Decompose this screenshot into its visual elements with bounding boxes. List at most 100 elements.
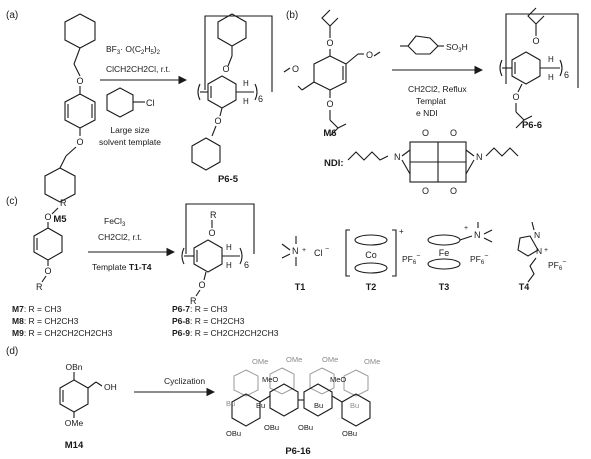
panel-c-tag: (c) xyxy=(6,196,18,207)
panel-a-tag: (a) xyxy=(6,10,18,21)
c-product-structure: R O H H 6 O R xyxy=(181,203,255,306)
svg-text:N: N xyxy=(534,230,540,240)
m6-label: M6 xyxy=(323,128,336,139)
d-arrow-label: Cyclization xyxy=(164,376,205,386)
svg-text:H: H xyxy=(226,261,232,270)
svg-text:O: O xyxy=(198,280,205,290)
svg-text:Cl: Cl xyxy=(314,248,323,258)
svg-text:R: R xyxy=(190,296,197,306)
a-template-note-2: solvent template xyxy=(99,137,161,147)
c-template-line: Template T1-T4 xyxy=(92,262,152,272)
svg-text:O: O xyxy=(450,186,457,196)
svg-text:MeO: MeO xyxy=(330,375,346,384)
svg-text:H: H xyxy=(243,97,249,106)
p6-5-label: P6-5 xyxy=(218,174,239,185)
svg-text:OMe: OMe xyxy=(286,355,302,364)
svg-text:R: R xyxy=(60,198,67,208)
svg-text:R: R xyxy=(210,210,217,220)
svg-text:N: N xyxy=(536,246,542,256)
svg-text:MeO: MeO xyxy=(262,375,278,384)
svg-text:Bu: Bu xyxy=(314,401,323,410)
t3-label: T3 xyxy=(439,282,450,292)
svg-text:O: O xyxy=(512,92,519,102)
c-reagent-2: CH2Cl2, r.t. xyxy=(98,232,142,242)
svg-text:OMe: OMe xyxy=(322,355,338,364)
svg-text:PF6−: PF6− xyxy=(548,259,566,272)
svg-text:PF6−: PF6− xyxy=(470,253,488,266)
svg-text:OBu: OBu xyxy=(226,429,241,438)
svg-text:O: O xyxy=(76,76,83,86)
panel-d-tag: (d) xyxy=(6,346,18,357)
svg-text:O: O xyxy=(366,50,373,60)
svg-text:O: O xyxy=(44,212,51,222)
svg-text:Cl: Cl xyxy=(146,98,155,108)
svg-text:H: H xyxy=(243,79,249,88)
svg-text:N: N xyxy=(476,152,483,162)
svg-text:−: − xyxy=(325,246,329,253)
panel-c: (c) R O O R FeCl3 CH2Cl2, r.t. Template … xyxy=(6,196,566,338)
t1-label: T1 xyxy=(295,282,306,292)
a-reagent-line1: BF3· O(C2H5)2 xyxy=(106,44,161,56)
svg-text:OBn: OBn xyxy=(65,362,82,372)
svg-text:O: O xyxy=(326,99,333,109)
p6-6-structure: O H H 6 O xyxy=(499,7,579,129)
svg-text:Bu: Bu xyxy=(350,401,359,410)
svg-text:O: O xyxy=(222,64,229,74)
a-reagent-line2: ClCH2CH2Cl, r.t. xyxy=(106,64,170,74)
chlorocyclohexane-icon: Cl xyxy=(106,87,155,118)
svg-text:O: O xyxy=(422,128,429,138)
ndi-label: NDI: xyxy=(324,158,344,169)
panel-b: (b) O O O O M6 SO3H xyxy=(283,7,579,196)
c-product-row-2: P6-8: R = CH2CH3 xyxy=(172,316,245,326)
svg-text:OMe: OMe xyxy=(364,357,380,366)
m6-structure: O O O O xyxy=(283,9,381,137)
svg-text:O: O xyxy=(450,128,457,138)
svg-text:6: 6 xyxy=(564,70,569,80)
svg-text:O: O xyxy=(208,228,215,238)
m5-structure: O O xyxy=(44,13,96,203)
b-conditions-3: e NDI xyxy=(416,108,438,118)
svg-text:+: + xyxy=(464,225,468,232)
c-product-row-1: P6-7: R = CH3 xyxy=(172,304,228,314)
svg-text:N: N xyxy=(394,152,401,162)
panel-a: (a) O O M5 BF3· O(C2H5)2 ClCH2CH2Cl, r.t… xyxy=(6,10,273,225)
svg-text:R: R xyxy=(36,282,43,292)
svg-text:+: + xyxy=(302,247,306,254)
m14-label: M14 xyxy=(65,440,84,451)
svg-text:SO3H: SO3H xyxy=(446,42,468,54)
m14-structure: OBn OH OMe xyxy=(59,362,117,428)
m5-label: M5 xyxy=(53,214,67,225)
c-monomer-row-1: M7: R = CH3 xyxy=(12,304,62,314)
svg-text:6: 6 xyxy=(258,94,263,104)
svg-text:O: O xyxy=(76,137,83,147)
ndi-structure: N N O O O O xyxy=(347,128,519,196)
svg-text:PF6−: PF6− xyxy=(402,253,420,266)
svg-text:O: O xyxy=(422,186,429,196)
svg-text:O: O xyxy=(44,266,51,276)
svg-text:OBu: OBu xyxy=(342,429,357,438)
c-product-row-3: P6-9: R = CH2CH2CH2CH3 xyxy=(172,328,279,338)
template-t2: Co + PF6− T2 xyxy=(345,227,420,292)
svg-text:OMe: OMe xyxy=(252,357,268,366)
svg-text:OBu: OBu xyxy=(264,423,279,432)
svg-text:H: H xyxy=(226,243,232,252)
svg-text:N: N xyxy=(292,246,299,256)
p6-5-structure: O H H 6 O xyxy=(191,13,273,171)
svg-text:+: + xyxy=(544,247,548,254)
a-template-note-1: Large size xyxy=(110,125,149,135)
b-conditions-2: Templat xyxy=(416,96,446,106)
svg-text:N: N xyxy=(474,230,481,240)
svg-text:O: O xyxy=(326,38,333,48)
template-t3: Fe N + PF6− T3 xyxy=(427,222,493,292)
p6-6-label: P6-6 xyxy=(522,120,542,131)
c-monomer-row-2: M8: R = CH2CH3 xyxy=(12,316,79,326)
p6-16-label: P6-16 xyxy=(285,446,310,457)
b-conditions-1: CH2Cl2, Reflux xyxy=(408,84,467,94)
template-t4: N N + PF6− T4 xyxy=(517,221,566,292)
svg-text:Bu: Bu xyxy=(226,399,235,408)
panel-d: (d) OBn OH OMe M14 Cyclization OMe OMe O… xyxy=(6,346,380,457)
svg-text:H: H xyxy=(548,55,554,64)
svg-text:OH: OH xyxy=(104,382,117,392)
t2-label: T2 xyxy=(366,282,377,292)
svg-text:OMe: OMe xyxy=(65,418,84,428)
